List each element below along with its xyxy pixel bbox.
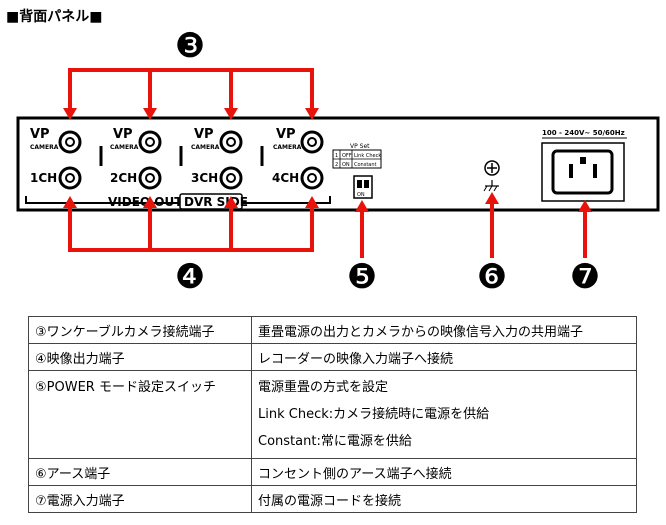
terminal-name: ⑦電源入力端子 (28, 485, 252, 513)
svg-text:OFF: OFF (342, 153, 352, 159)
svg-text:Constant: Constant (354, 162, 377, 168)
camera-side-label: CAMERA SIDE (191, 144, 237, 151)
connector-column-1: VP CAMERA SIDE 1CH (30, 127, 82, 190)
channel-label: 1CH (30, 171, 57, 185)
table-row: ⑤POWER モード設定スイッチ 電源重畳の方式を設定 Link Check:カ… (28, 370, 637, 459)
vp-label: VP (30, 127, 50, 142)
camera-side-label: CAMERA SIDE (110, 144, 156, 151)
dvr-side-label: DVR SIDE (184, 195, 248, 209)
table-row: ⑦電源入力端子 付属の電源コードを接続 (28, 485, 637, 513)
video-out-label: VIDEO OUT (108, 195, 183, 209)
camera-side-label: CAMERA SIDE (30, 144, 76, 151)
svg-text:ON: ON (357, 192, 365, 198)
terminal-name: ⑤POWER モード設定スイッチ (28, 370, 252, 459)
terminal-desc: 重畳電源の出力とカメラからの映像信号入力の共用端子 (251, 316, 637, 344)
power-rating-label: 100 - 240V~ 50/60Hz (542, 129, 625, 137)
svg-text:Link Check: Link Check (354, 153, 381, 159)
vp-set-title: VP Set (350, 143, 370, 150)
vp-label: VP (194, 127, 214, 142)
rear-panel-diagram: VP CAMERA SIDE 1CH VP CAMERA SIDE 2CH VP… (16, 26, 660, 297)
channel-label: 2CH (110, 171, 137, 185)
channel-label: 4CH (272, 171, 299, 185)
callout-arrows (68, 68, 587, 258)
terminal-spec-table: ③ワンケーブルカメラ接続端子 重畳電源の出力とカメラからの映像信号入力の共用端子… (28, 316, 637, 513)
vp-label: VP (113, 127, 133, 142)
vp-label: VP (276, 127, 296, 142)
power-inlet: 100 - 240V~ 50/60Hz (541, 129, 627, 202)
camera-side-label: CAMERA SIDE (273, 144, 319, 151)
terminal-desc: レコーダーの映像入力端子へ接続 (251, 343, 637, 371)
channel-label: 3CH (191, 171, 218, 185)
terminal-desc: 電源重畳の方式を設定 Link Check:カメラ接続時に電源を供給 Const… (251, 370, 637, 459)
connector-column-2: VP CAMERA SIDE 2CH (110, 127, 162, 190)
connector-column-3: VP CAMERA SIDE 3CH (191, 127, 243, 190)
terminal-desc: コンセント側のアース端子へ接続 (251, 458, 637, 486)
callout-5: ❺ (347, 257, 377, 297)
callout-6: ❻ (477, 257, 507, 297)
terminal-name: ⑥アース端子 (28, 458, 252, 486)
callout-4: ❹ (175, 257, 205, 297)
section-heading: ■背面パネル■ (6, 9, 103, 25)
callout-3: ❸ (175, 26, 205, 66)
table-row: ④映像出力端子 レコーダーの映像入力端子へ接続 (28, 343, 637, 371)
power-socket-icon (551, 149, 614, 195)
table-row: ⑥アース端子 コンセント側のアース端子へ接続 (28, 458, 637, 486)
desc-line: Link Check:カメラ接続時に電源を供給 (258, 407, 490, 422)
callout-7: ❼ (570, 257, 600, 297)
svg-text:2: 2 (335, 162, 338, 168)
desc-line: 電源重畳の方式を設定 (258, 380, 389, 395)
connector-column-4: VP CAMERA SIDE 4CH (272, 127, 324, 190)
table-row: ③ワンケーブルカメラ接続端子 重畳電源の出力とカメラからの映像信号入力の共用端子 (28, 316, 637, 344)
svg-text:1: 1 (335, 153, 338, 159)
vp-set-box: VP Set 1 OFF Link Check 2 ON Constant ON (332, 143, 382, 199)
desc-line: Constant:常に電源を供給 (258, 434, 412, 449)
terminal-desc: 付属の電源コードを接続 (251, 485, 637, 513)
terminal-name: ④映像出力端子 (28, 343, 252, 371)
svg-text:ON: ON (342, 162, 350, 168)
ground-terminal-icon (483, 160, 500, 192)
vp-connectors: VP CAMERA SIDE 1CH VP CAMERA SIDE 2CH VP… (25, 127, 331, 210)
terminal-name: ③ワンケーブルカメラ接続端子 (28, 316, 252, 344)
arrow-heads (63, 108, 592, 212)
